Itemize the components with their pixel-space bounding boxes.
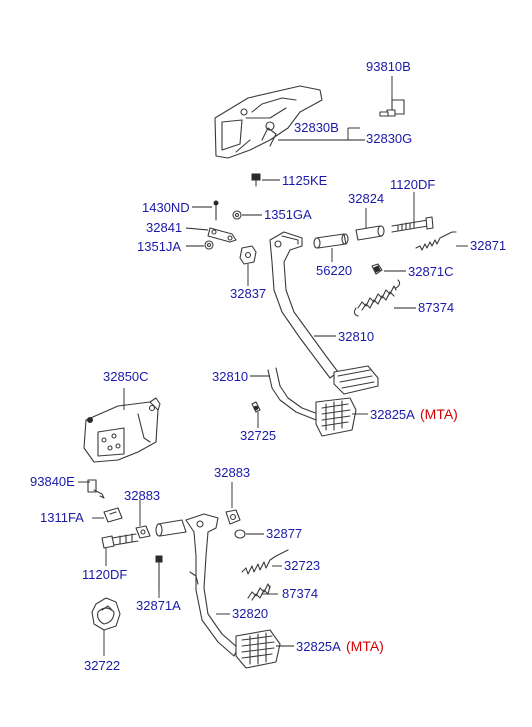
label-93810B: 93810B — [366, 59, 411, 74]
label-32825A-bottom: 32825A — [296, 639, 341, 654]
label-1351JA: 1351JA — [137, 239, 181, 254]
label-32871C: 32871C — [408, 264, 454, 279]
nut-32837 — [239, 245, 257, 286]
label-32883-b: 32883 — [124, 488, 160, 503]
spring-32871 — [415, 231, 468, 251]
label-mta-bottom: (MTA) — [346, 638, 384, 654]
label-1351GA: 1351GA — [264, 207, 312, 222]
label-1120DF-top: 1120DF — [390, 177, 435, 192]
label-87374-top: 87374 — [418, 300, 454, 315]
bolt-1120DF-top — [391, 192, 434, 233]
label-32810-a: 32810 — [338, 329, 374, 344]
clutch-bracket-32850C — [83, 388, 161, 463]
pedal-bracket — [214, 85, 365, 159]
spring-32722 — [91, 597, 121, 656]
label-32883-a: 32883 — [214, 465, 250, 480]
washer-1351GA — [232, 210, 262, 220]
stopper-32877 — [234, 529, 264, 539]
switch-93840E — [78, 479, 105, 499]
pin-32871A — [155, 555, 163, 598]
label-32871: 32871 — [470, 238, 506, 253]
sleeve — [155, 519, 187, 537]
label-32723: 32723 — [284, 558, 320, 573]
label-56220: 56220 — [316, 263, 352, 278]
label-32841: 32841 — [146, 220, 182, 235]
spring-87374-top — [353, 279, 416, 317]
label-32820: 32820 — [232, 606, 268, 621]
label-32871A: 32871A — [136, 598, 181, 613]
washer-1351JA — [186, 240, 214, 250]
bolt-1120DF-bottom — [101, 533, 139, 566]
label-87374-bottom: 87374 — [282, 586, 318, 601]
label-32725: 32725 — [240, 428, 276, 443]
label-1120DF-bottom: 1120DF — [82, 567, 127, 582]
label-1125KE: 1125KE — [282, 173, 328, 188]
label-1430ND: 1430ND — [142, 200, 190, 215]
plate-32841 — [185, 227, 237, 243]
clutch-pedal-arm-32810 — [250, 367, 368, 437]
pin-1430ND — [192, 200, 219, 221]
label-32830G: 32830G — [366, 131, 412, 146]
label-1311FA: 1311FA — [40, 510, 84, 525]
label-mta-top: (MTA) — [420, 406, 458, 422]
switch-93810B — [379, 76, 405, 117]
bushing-32824 — [355, 208, 385, 241]
brake-pedal-arm-32810 — [269, 231, 379, 395]
bushing-32883-right — [225, 482, 241, 525]
bolt-1125KE — [251, 173, 280, 187]
label-32837: 32837 — [230, 286, 266, 301]
spring-32723 — [241, 549, 289, 575]
label-32830B: 32830B — [294, 120, 339, 135]
label-32824: 32824 — [348, 191, 384, 206]
label-32850C: 32850C — [103, 369, 149, 384]
pin-32725 — [251, 401, 261, 428]
label-93840E: 93840E — [30, 474, 75, 489]
clutch-pedal-arm-32820 — [185, 513, 294, 669]
bolt-1311FA — [92, 507, 123, 523]
label-32810-b: 32810 — [212, 369, 248, 384]
label-32722: 32722 — [84, 658, 120, 673]
bushing-32883-left — [135, 500, 151, 539]
bushing-56220 — [313, 233, 349, 262]
spring-87374-bottom — [247, 583, 278, 601]
clip-32871C — [371, 263, 406, 275]
label-32825A-top: 32825A — [370, 407, 415, 422]
label-32877: 32877 — [266, 526, 302, 541]
